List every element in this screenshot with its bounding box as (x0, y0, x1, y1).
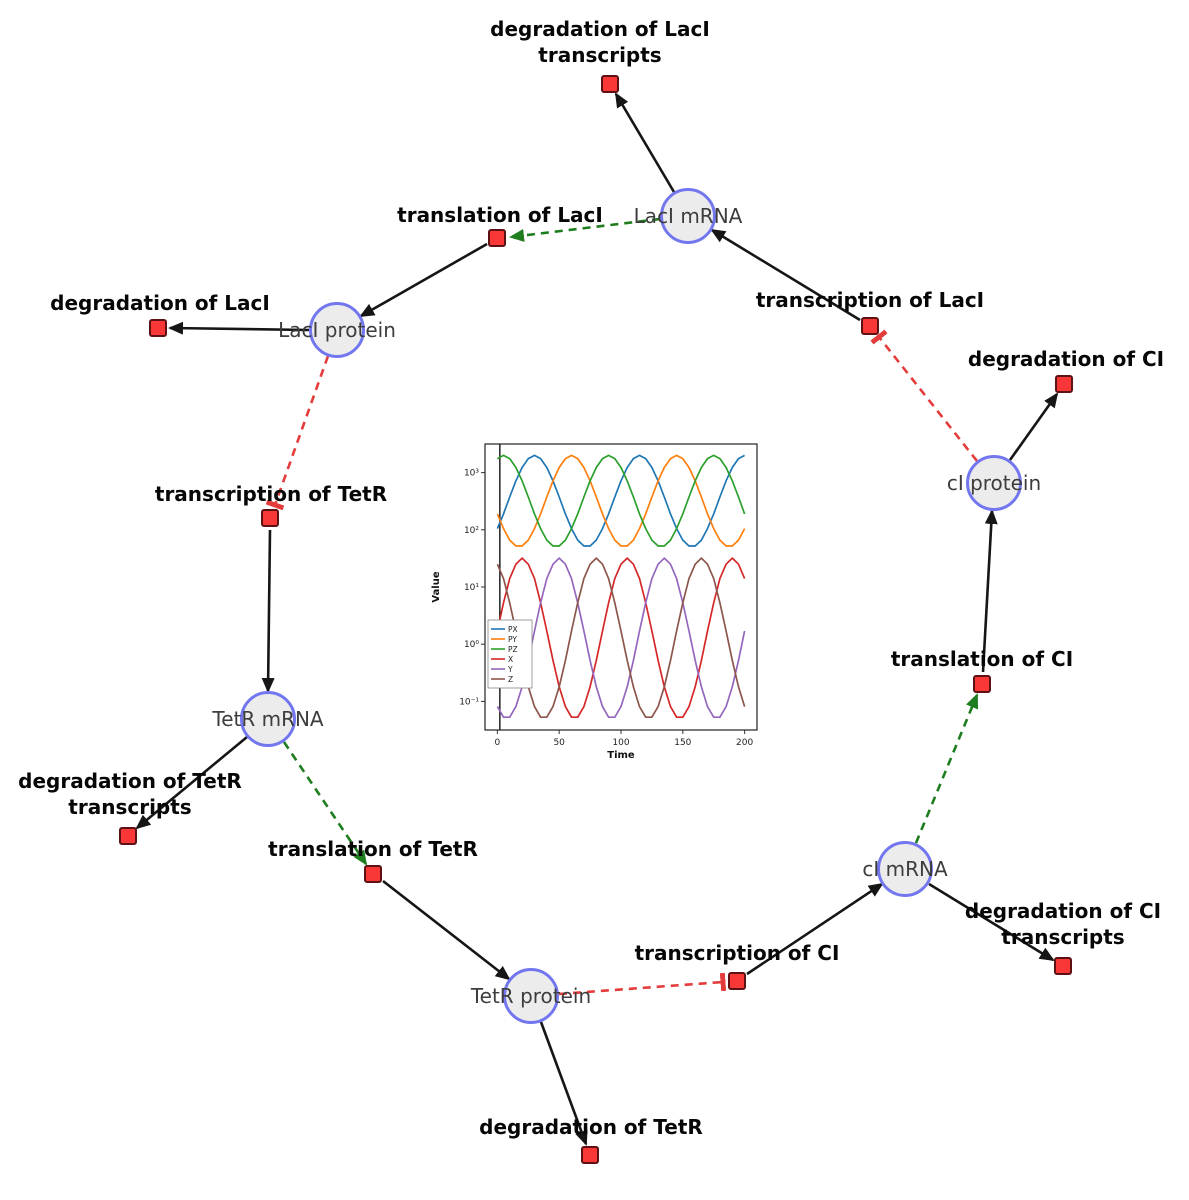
reaction-label-deg-ci-transcripts: degradation of CI transcripts (965, 898, 1161, 950)
edge-ci-protein-inhibits-transcription-laci (870, 329, 979, 462)
reaction-label-line: transcription of CI (634, 941, 840, 965)
species-node-laci-protein: LacI protein (278, 302, 396, 358)
chart-xlabel: Time (607, 750, 635, 761)
reaction-node-translation-tetr (364, 865, 382, 883)
reaction-node-deg-ci-transcripts (1054, 957, 1072, 975)
edge-laci-mrna-to-deg-laci-transcripts (614, 92, 676, 193)
reaction-label-translation-tetr: translation of TetR (268, 836, 478, 862)
reaction-node-deg-tetr-transcripts (119, 827, 137, 845)
edge-laci-protein-inhibits-transcription-tetr (265, 355, 330, 511)
chart-frame (484, 443, 758, 731)
series-X (496, 557, 746, 719)
reaction-label-line: transcripts (68, 795, 192, 819)
species-label-ci-protein: cI protein (946, 471, 1042, 495)
edge-ci-mrna-to-translation-ci (914, 693, 979, 844)
species-label-laci-mrna: LacI mRNA (633, 204, 743, 228)
species-node-ci-protein: cI protein (947, 455, 1041, 511)
reaction-label-transcription-tetr: transcription of TetR (155, 481, 387, 507)
reaction-node-transcription-laci (861, 317, 879, 335)
reaction-label-deg-tetr-transcripts: degradation of TetR transcripts (18, 768, 242, 820)
y-tick-label: 10⁻¹ (459, 697, 479, 707)
reaction-node-deg-laci (149, 319, 167, 337)
reaction-label-line: transcription of LacI (755, 288, 985, 312)
reaction-label-translation-ci: translation of CI (891, 646, 1073, 672)
series-PZ (497, 454, 746, 547)
reaction-node-transcription-tetr (261, 509, 279, 527)
reaction-label-line: degradation of CI (964, 899, 1162, 923)
reaction-label-line: translation of TetR (268, 837, 478, 861)
edge-laci-mrna-to-translation-laci (509, 217, 661, 242)
edge-translation-ci-to-ci-protein (981, 509, 998, 673)
reaction-label-deg-ci: degradation of CI (968, 346, 1164, 372)
legend-label-Z: Z (508, 675, 513, 684)
reaction-node-deg-ci (1055, 375, 1073, 393)
series-Z (496, 557, 746, 719)
legend-label-PX: PX (508, 625, 518, 634)
reaction-label-line: transcripts (538, 43, 662, 67)
x-tick-label: 50 (553, 738, 565, 748)
reaction-label-transcription-laci: transcription of LacI (756, 287, 984, 313)
species-node-laci-mrna: LacI mRNA (634, 188, 742, 244)
legend-label-PY: PY (508, 635, 517, 644)
edge-tetr-mrna-to-deg-tetr-transcripts (135, 735, 248, 830)
edge-tetr-mrna-to-translation-tetr (282, 741, 368, 866)
reaction-label-deg-laci: degradation of LacI (50, 290, 270, 316)
y-tick-label: 10¹ (464, 583, 479, 593)
legend-label-X: X (508, 655, 513, 664)
reaction-label-line: translation of LacI (397, 203, 603, 227)
y-tick-label: 10⁰ (464, 640, 479, 650)
reaction-label-line: degradation of CI (967, 347, 1165, 371)
reaction-label-deg-tetr: degradation of TetR (479, 1114, 703, 1140)
species-label-tetr-protein: TetR protein (470, 984, 592, 1008)
reaction-label-translation-laci: translation of LacI (397, 202, 603, 228)
edge-translation-laci-to-laci-protein (359, 242, 488, 318)
chart-ylabel: Value (431, 571, 442, 602)
edge-transcription-laci-to-laci-mrna (710, 228, 861, 322)
y-tick-label: 10³ (464, 469, 479, 479)
series-Y (496, 557, 746, 719)
x-tick-label: 0 (494, 738, 500, 748)
reaction-node-deg-laci-transcripts (601, 75, 619, 93)
y-tick-label: 10² (464, 526, 479, 536)
reaction-label-line: degradation of TetR (479, 1115, 703, 1139)
edge-transcription-ci-to-ci-mrna (746, 882, 884, 976)
chart-canvas: Time Value 0 50 100 150 200 10⁻¹ 10⁰ 10¹ 10² 10³ P… (431, 443, 758, 761)
reaction-node-translation-ci (973, 675, 991, 693)
legend-label-Y: Y (507, 665, 513, 674)
reaction-label-line: transcription of TetR (154, 482, 388, 506)
reaction-node-transcription-ci (728, 972, 746, 990)
species-node-ci-mrna: cI mRNA (862, 841, 948, 897)
reaction-label-deg-laci-transcripts: degradation of LacI transcripts (490, 16, 710, 68)
reaction-label-transcription-ci: transcription of CI (635, 940, 840, 966)
reaction-label-line: degradation of TetR (18, 769, 242, 793)
x-tick-label: 200 (736, 738, 753, 748)
series-PX (496, 454, 745, 547)
reaction-node-translation-laci (488, 229, 506, 247)
species-label-tetr-mrna: TetR mRNA (212, 707, 324, 731)
legend-box (487, 619, 533, 689)
species-node-tetr-protein: TetR protein (471, 968, 591, 1024)
edge-ci-mrna-to-deg-ci-transcripts (928, 882, 1055, 962)
species-label-laci-protein: LacI protein (278, 318, 396, 342)
x-tick-label: 150 (674, 738, 691, 748)
edge-transcription-tetr-to-tetr-mrna (261, 529, 275, 693)
reaction-label-line: degradation of LacI (490, 17, 710, 41)
edge-tetr-protein-to-deg-tetr (539, 1021, 588, 1146)
reaction-label-line: translation of CI (890, 647, 1074, 671)
series-PY (496, 454, 746, 547)
legend-label-PZ: PZ (508, 645, 518, 654)
reaction-label-line: transcripts (1001, 925, 1125, 949)
edge-translation-tetr-to-tetr-protein (382, 879, 511, 981)
x-tick-label: 100 (612, 738, 629, 748)
species-node-tetr-mrna: TetR mRNA (212, 691, 324, 747)
reaction-label-line: degradation of LacI (50, 291, 270, 315)
species-label-ci-mrna: cI mRNA (862, 857, 948, 881)
edge-laci-protein-to-deg-laci (168, 321, 310, 335)
edge-ci-protein-to-deg-ci (1008, 392, 1059, 461)
embedded-timecourse-chart: Time Value 0 50 100 150 200 10⁻¹ 10⁰ 10¹ 10² 10³ P… (425, 432, 770, 762)
reaction-node-deg-tetr (581, 1146, 599, 1164)
